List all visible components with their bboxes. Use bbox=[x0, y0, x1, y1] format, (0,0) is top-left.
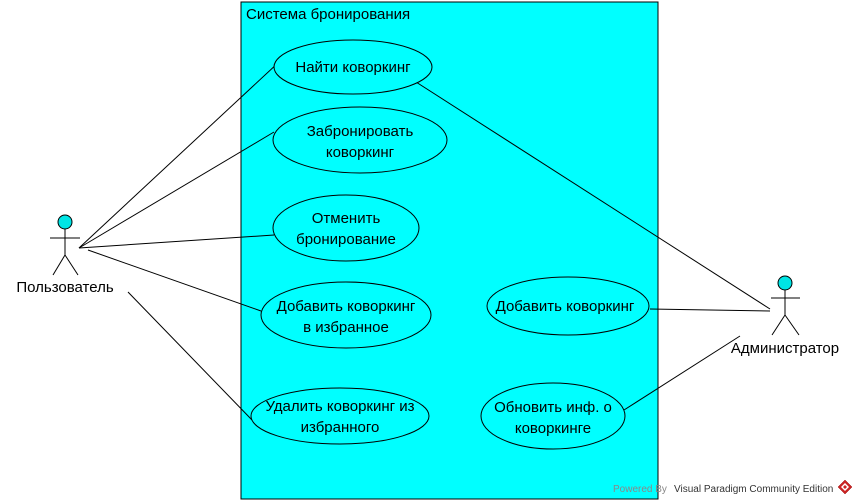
actor-user-icon bbox=[50, 214, 80, 276]
assoc-user-cancel[interactable] bbox=[78, 234, 275, 249]
user-associations bbox=[78, 61, 280, 421]
actor-user[interactable]: Пользователь bbox=[16, 214, 114, 296]
admin-associations bbox=[415, 81, 771, 411]
actor-admin[interactable]: Администратор bbox=[731, 275, 839, 357]
usecase-book-coworking[interactable]: Забронировать коворкинг bbox=[272, 106, 448, 174]
system-title: Система бронирования bbox=[246, 6, 410, 23]
usecase-find-coworking[interactable]: Найти коворкинг bbox=[273, 39, 433, 95]
assoc-user-add-favorite[interactable] bbox=[87, 249, 262, 312]
usecase-remove-from-favorites[interactable]: Удалить коворкинг из избранного bbox=[250, 387, 430, 445]
assoc-user-remove-favorite[interactable] bbox=[127, 291, 253, 421]
usecase-book-label-2: коворкинг bbox=[326, 144, 395, 161]
usecase-add-coworking[interactable]: Добавить коворкинг bbox=[486, 276, 650, 336]
assoc-admin-find[interactable] bbox=[415, 81, 771, 310]
actor-admin-label: Администратор bbox=[731, 340, 839, 357]
actor-user-label: Пользователь bbox=[16, 279, 114, 296]
usecase-add-favorite-label-1: Добавить коворкинг bbox=[277, 298, 416, 315]
usecase-update-info-label-1: Обновить инф. о bbox=[494, 399, 612, 416]
usecase-update-info-label-2: коворкинге bbox=[515, 420, 591, 437]
usecase-find-label-1: Найти коворкинг bbox=[295, 59, 411, 76]
footer-powered-by: Powered By bbox=[613, 484, 667, 495]
usecase-remove-favorite-label-1: Удалить коворкинг из bbox=[265, 398, 414, 415]
footer-watermark: Powered By Visual Paradigm Community Edi… bbox=[613, 479, 853, 495]
visual-paradigm-logo-icon bbox=[837, 479, 853, 495]
usecase-add-favorite-label-2: в избранное bbox=[303, 319, 389, 336]
usecase-remove-favorite-label-2: избранного bbox=[301, 419, 380, 436]
usecase-add-to-favorites[interactable]: Добавить коворкинг в избранное bbox=[260, 281, 432, 349]
assoc-admin-update-info[interactable] bbox=[623, 335, 741, 411]
usecase-cancel-label-2: бронирование bbox=[296, 231, 396, 248]
usecase-cancel-booking[interactable]: Отменить бронирование bbox=[272, 194, 420, 262]
usecase-add-coworking-label-1: Добавить коворкинг bbox=[496, 298, 635, 315]
usecase-update-info[interactable]: Обновить инф. о коворкинге bbox=[480, 382, 626, 450]
footer-edition: Visual Paradigm Community Edition bbox=[674, 484, 833, 495]
assoc-user-find[interactable] bbox=[78, 61, 280, 249]
assoc-admin-add-coworking[interactable] bbox=[649, 308, 771, 312]
assoc-user-book[interactable] bbox=[78, 131, 275, 249]
usecase-cancel-label-1: Отменить bbox=[312, 210, 381, 227]
actor-admin-icon bbox=[771, 275, 800, 336]
usecase-book-label-1: Забронировать bbox=[307, 123, 414, 140]
